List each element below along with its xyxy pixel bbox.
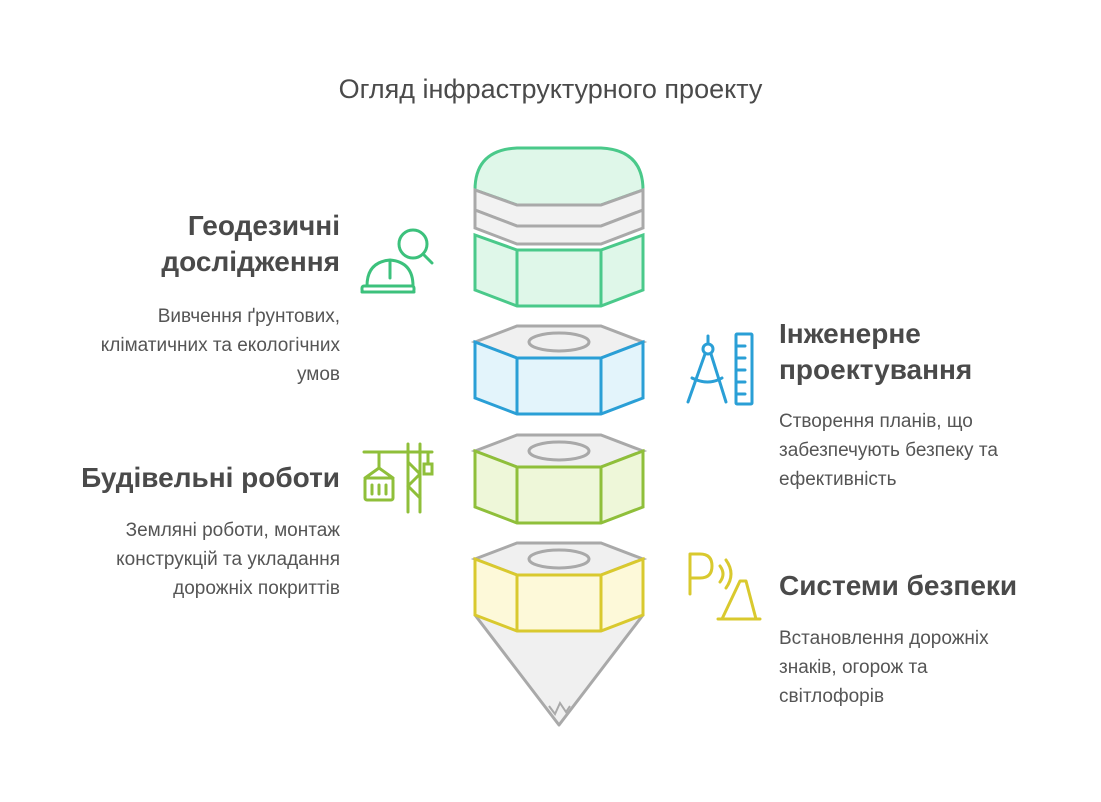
stage-4-description-line-2: знаків, огорож та [779,657,928,678]
stage-3-description-line-3: дорожніх покриттів [173,578,340,599]
stage-2-description-line-2: забезпечують безпеку та [779,440,998,461]
stage-2-description-line-1: Створення планів, що [779,411,973,432]
stage-1-description: Вивчення ґрунтових, кліматичних та еколо… [101,302,340,389]
stage-3-description-line-2: конструкцій та укладання [116,549,340,570]
stage-4-description-line-1: Встановлення дорожніх [779,628,989,649]
stage-4-heading: Системи безпеки [779,568,1017,604]
stage-1-heading: Геодезичні дослідження [161,208,340,280]
stage-2-shape [470,324,648,416]
parking-cone-icon [688,552,762,621]
stage-1-description-line-3: умов [296,364,340,385]
stage-3-heading: Будівельні роботи [81,460,340,496]
stage-1-description-line-1: Вивчення ґрунтових, [157,306,340,327]
stage-4-heading-line-1: Системи безпеки [779,570,1018,601]
stage-4-description-line-3: світлофорів [779,686,885,707]
stage-1-heading-line-1: Геодезичні [187,210,340,241]
stage-3-shape [470,433,648,525]
stage-4-description: Встановлення дорожніх знаків, огорож та … [779,624,989,711]
stage-2-description-line-3: ефективність [779,469,897,490]
crane-icon [362,442,434,514]
stage-2-heading-line-2: проектування [779,354,973,385]
page-title: Огляд інфраструктурного проекту [338,74,763,104]
stage-3-description: Земляні роботи, монтаж конструкцій та ук… [116,516,340,603]
stage-2-heading: Інженерне проектування [779,316,972,388]
stage-4-shape [470,541,648,727]
compass-ruler-icon [686,332,754,406]
hardhat-magnifier-icon [360,228,434,294]
stage-3-description-line-1: Земляні роботи, монтаж [125,520,340,541]
stage-2-heading-line-1: Інженерне [779,318,921,349]
stage-2-description: Створення планів, що забезпечують безпек… [779,407,998,494]
stage-1-heading-line-2: дослідження [161,246,340,277]
stage-1-description-line-2: кліматичних та екологічних [100,335,340,356]
stage-1-shape [473,146,645,308]
stage-3-heading-line-1: Будівельні роботи [81,462,340,493]
